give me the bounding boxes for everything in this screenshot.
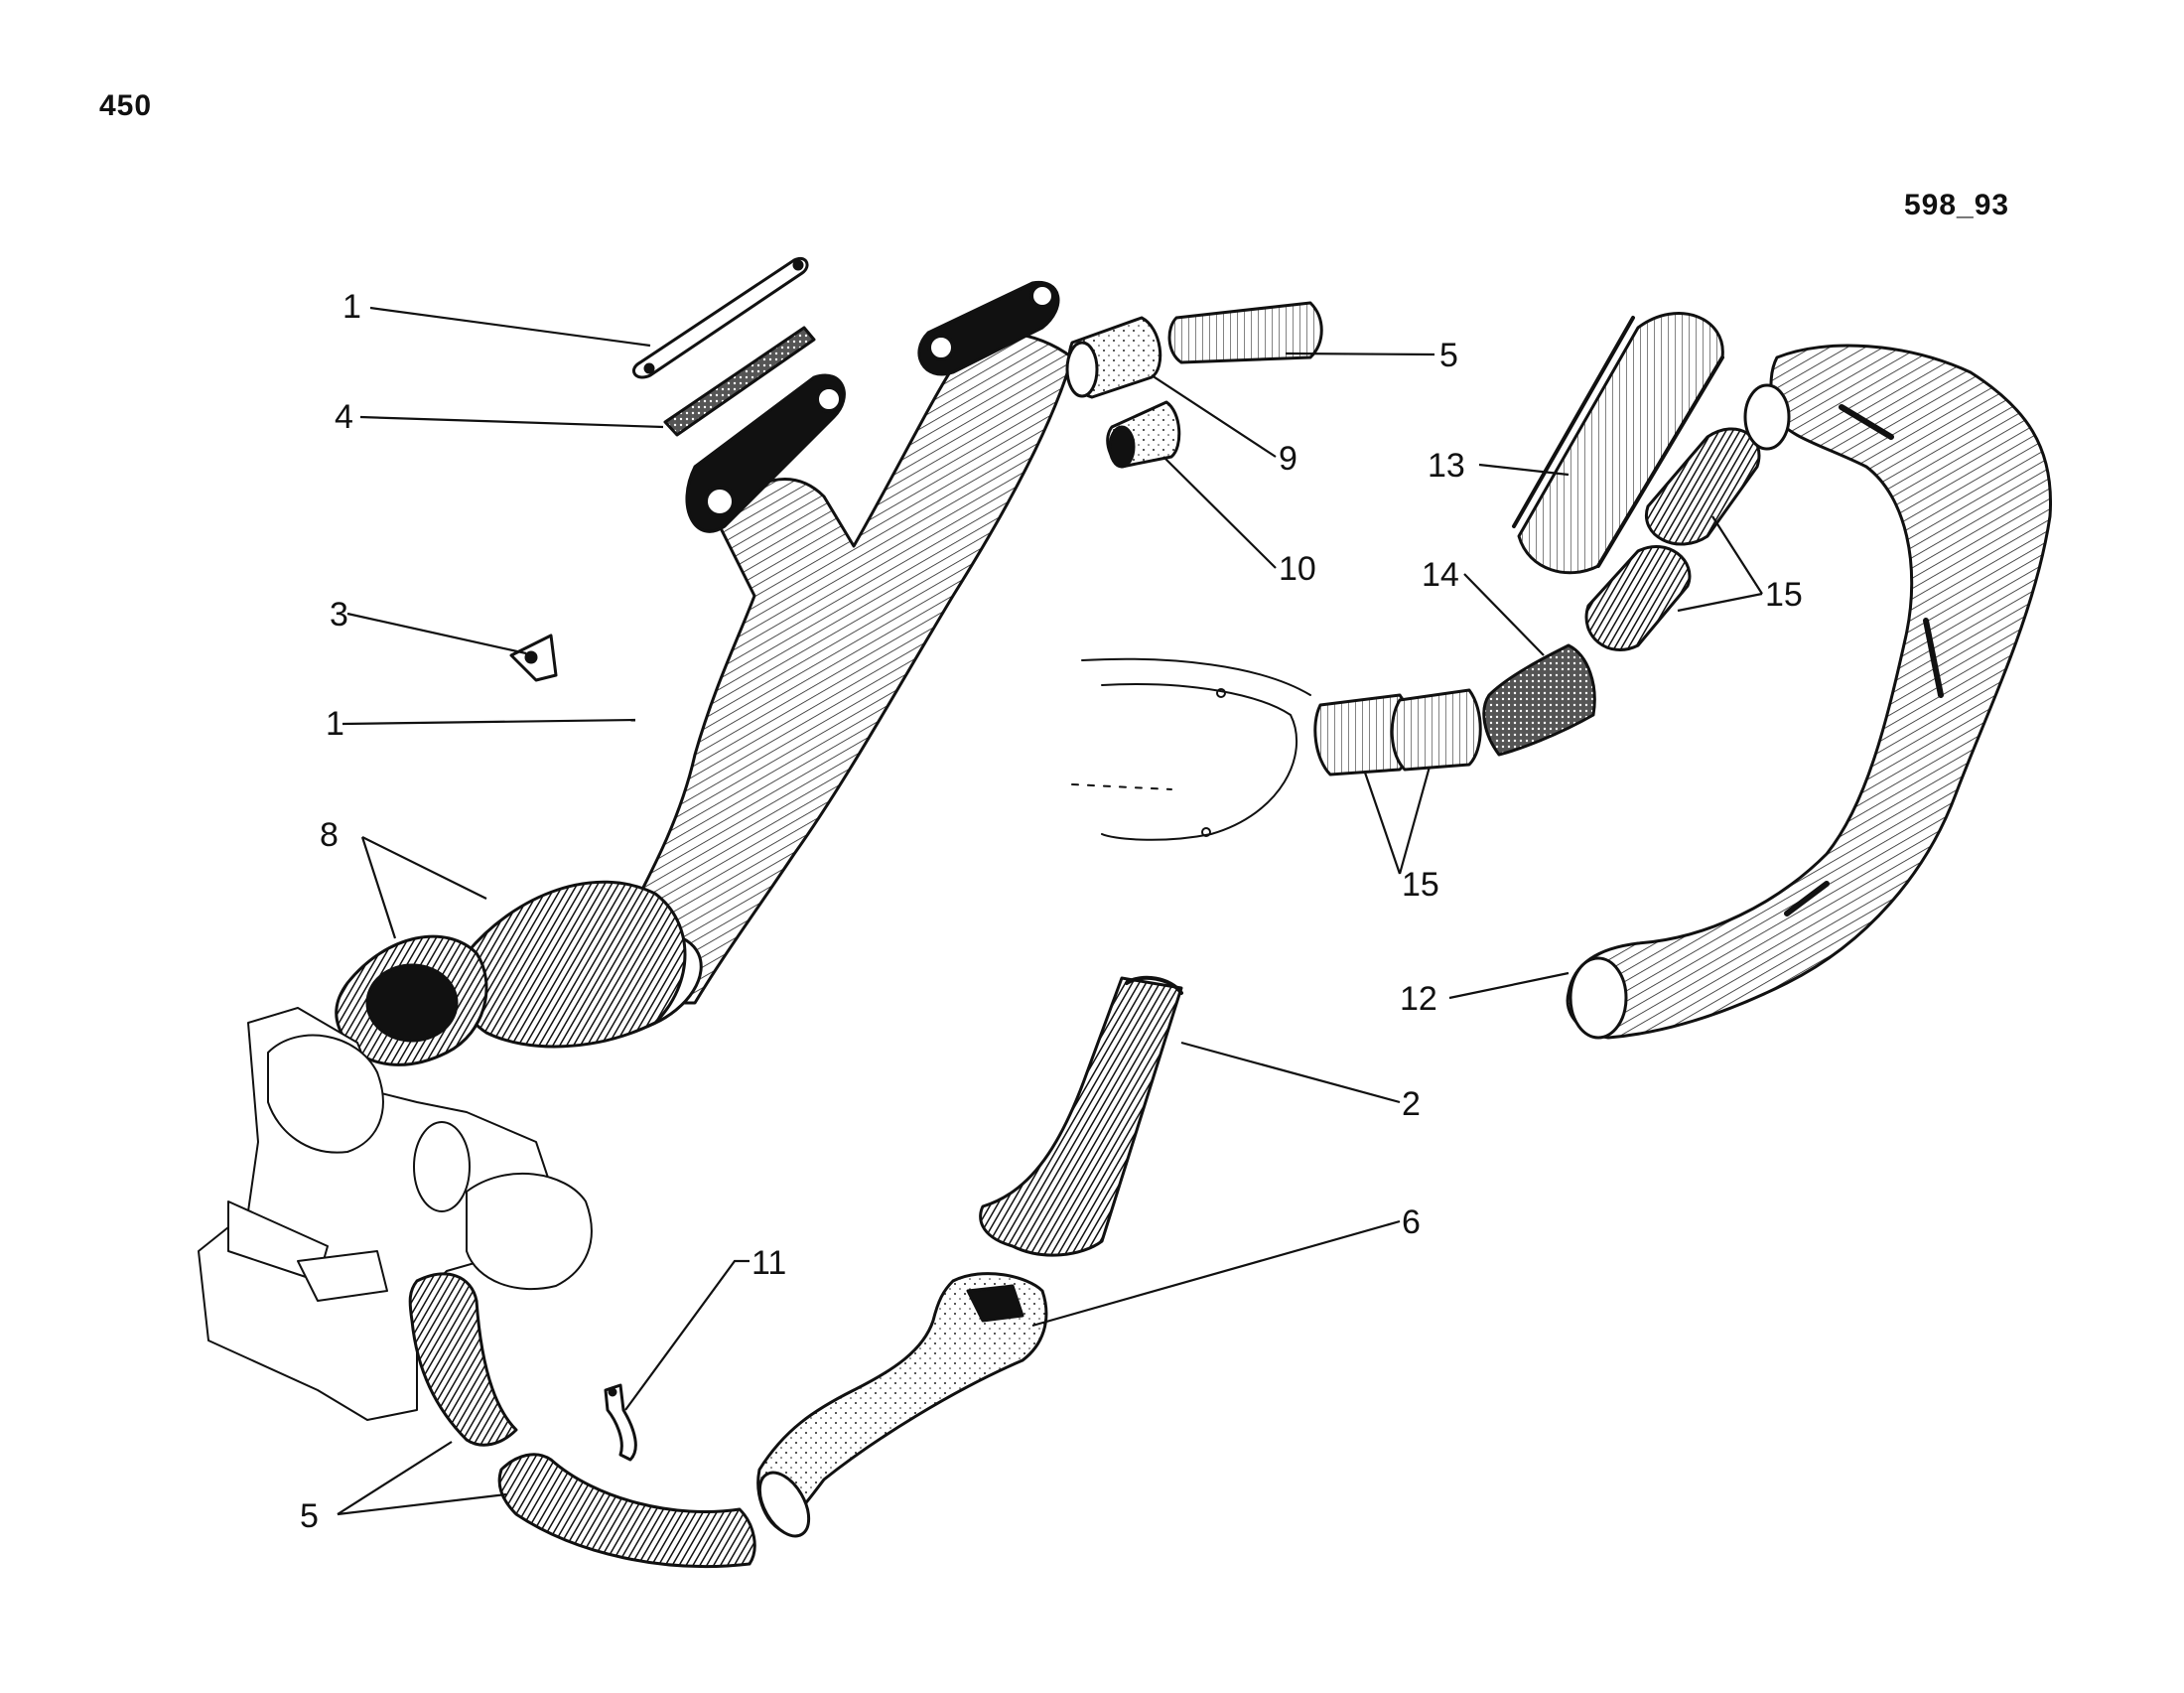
page-number: 450: [99, 89, 153, 122]
callout-3: 3: [330, 596, 348, 634]
leader-8b: [361, 836, 487, 900]
leader-5-bot-b: [337, 1492, 507, 1516]
callout-9: 9: [1279, 440, 1297, 478]
callout-2: 2: [1402, 1085, 1421, 1123]
callout-5-bottom: 5: [300, 1497, 319, 1535]
leader-5-top: [1285, 352, 1435, 356]
callout-10: 10: [1279, 550, 1316, 588]
leader-15-bot-a: [1363, 772, 1402, 875]
callout-6: 6: [1402, 1203, 1421, 1241]
leader-12: [1448, 971, 1570, 1000]
part-2-nozzle: [979, 975, 1183, 1257]
part-11-clip: [604, 1383, 637, 1462]
drawing-code: 598_93: [1904, 189, 2010, 221]
part-10-plug: [1106, 400, 1181, 469]
part-15-bottom-hoses: [1313, 688, 1482, 776]
part-6-duct-elbow: [756, 1272, 1048, 1538]
part-7-strap: [632, 257, 809, 379]
leader-11: [624, 1259, 750, 1411]
part-14-sleeve: [1482, 643, 1596, 757]
callout-8: 8: [320, 816, 339, 854]
callout-labels: 1 4 3 1 8 5 9 10 13 14 15 15 12 2 6 11 5: [300, 288, 1803, 1535]
part-13-clamp-housing: [1512, 312, 1724, 575]
leader-15-top-a: [1711, 515, 1763, 595]
leader-3: [346, 612, 527, 655]
callout-14: 14: [1422, 556, 1459, 594]
leader-10: [1162, 456, 1277, 569]
leader-1: [341, 718, 636, 726]
part-3-bracket: [509, 634, 558, 682]
leader-14: [1463, 573, 1545, 656]
leader-4: [359, 415, 664, 429]
part-5-top-hose: [1167, 301, 1323, 364]
part-12-curved-duct: [1566, 344, 2053, 1040]
part-4-gasket-strip: [663, 326, 816, 437]
callout-15-top: 15: [1765, 576, 1803, 614]
callout-15-bottom: 15: [1402, 866, 1439, 904]
callout-1: 1: [326, 705, 344, 743]
leader-15-bot-b: [1398, 766, 1432, 875]
leader-5-bot-a: [337, 1441, 453, 1515]
part-5-bottom-hoses: [408, 1272, 756, 1569]
leader-2: [1180, 1041, 1401, 1104]
leader-13: [1478, 463, 1570, 477]
body-panel-outline: [1071, 657, 1311, 841]
callout-12: 12: [1400, 980, 1437, 1018]
callout-5-top: 5: [1439, 337, 1458, 374]
callout-7: 1: [342, 288, 361, 326]
callout-13: 13: [1428, 447, 1465, 485]
part-8-bellows: [335, 880, 687, 1066]
leader-8a: [360, 836, 397, 939]
parts: [198, 257, 2053, 1569]
leader-lines: [337, 306, 1763, 1516]
part-9-sleeve: [1065, 316, 1162, 399]
callout-11: 11: [751, 1244, 786, 1282]
leader-9: [1151, 374, 1277, 458]
leader-6: [1031, 1219, 1401, 1328]
leader-15-top-b: [1677, 592, 1763, 613]
engine-block-outline: [198, 1007, 593, 1421]
callout-4: 4: [335, 398, 353, 436]
leader-7: [369, 306, 651, 348]
part-15-top-hoses: [1584, 427, 1761, 651]
